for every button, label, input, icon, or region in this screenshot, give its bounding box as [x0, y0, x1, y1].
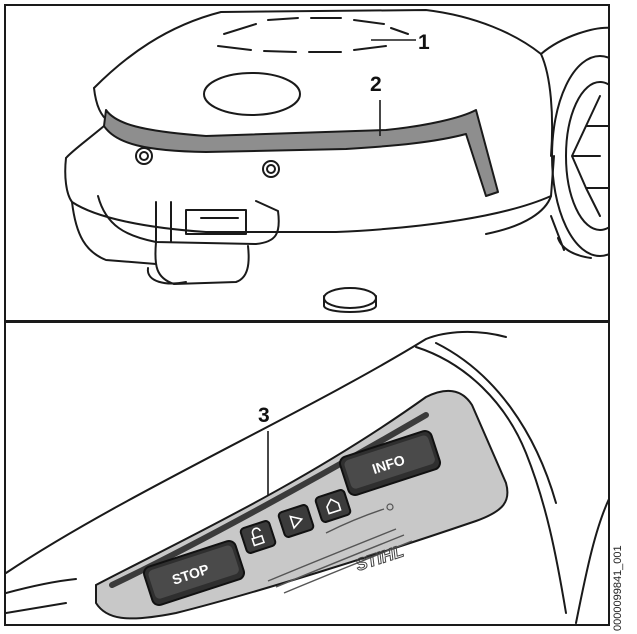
info-button-shape: [338, 429, 442, 497]
mower-hood-side: [540, 53, 554, 157]
home-button-shape: [314, 489, 352, 523]
left-foot: [146, 267, 187, 285]
mower-front-view-panel: 1 2: [4, 4, 610, 322]
rear-wheel-tread: [550, 215, 592, 259]
mower-hood-outline: [93, 9, 542, 89]
top-cover-oval: [203, 72, 301, 116]
control-panel-view-panel: STOP INFO STIHL 3: [4, 321, 610, 626]
front-sensor-right-inner: [266, 164, 276, 174]
front-opening-inner: [155, 201, 247, 243]
caster-body: [323, 295, 377, 313]
front-sensor-left: [135, 147, 153, 165]
mower-front-drawing: [64, 9, 608, 313]
panel-indicator-dot: [386, 503, 394, 511]
hidden-sensor-dashed: [223, 17, 409, 35]
housing-lower: [6, 498, 608, 624]
housing-front-edge: [6, 578, 77, 594]
callout-1: 1: [418, 31, 430, 54]
unlock-button-shape: [239, 520, 277, 554]
callout-3: 3: [258, 404, 270, 427]
bumper-right-lower: [485, 195, 552, 235]
bumper-top-edge: [65, 125, 105, 159]
control-panel-drawing: STOP INFO STIHL: [6, 330, 608, 624]
front-bumper: [64, 155, 555, 233]
housing-ridge: [415, 346, 567, 614]
play-icon: [289, 515, 304, 530]
panel-stripes: [267, 508, 413, 594]
hidden-sensor-dashed-lower: [217, 45, 387, 53]
light-strip: [103, 109, 499, 197]
callout-2: 2: [370, 73, 382, 96]
document-code: 0000099841_001: [612, 545, 624, 631]
rear-wheel-arch: [540, 26, 608, 55]
rear-wheel-rim: [565, 81, 608, 231]
front-wheel-left: [154, 241, 250, 285]
housing-ridge-inner: [435, 342, 557, 504]
rear-wheel-spokes: [571, 95, 608, 217]
front-opening: [97, 195, 280, 245]
play-button-shape: [277, 504, 315, 538]
rear-wheel-tire: [551, 55, 608, 257]
lock-icon: [251, 527, 265, 547]
stop-button-shape: [142, 539, 246, 607]
rear-caster: [323, 287, 377, 309]
front-sensor-right: [262, 160, 280, 178]
housing-outer-top: [6, 330, 507, 574]
home-icon: [326, 498, 342, 515]
bumper-lower: [71, 201, 157, 265]
front-sensor-left-inner: [139, 151, 149, 161]
